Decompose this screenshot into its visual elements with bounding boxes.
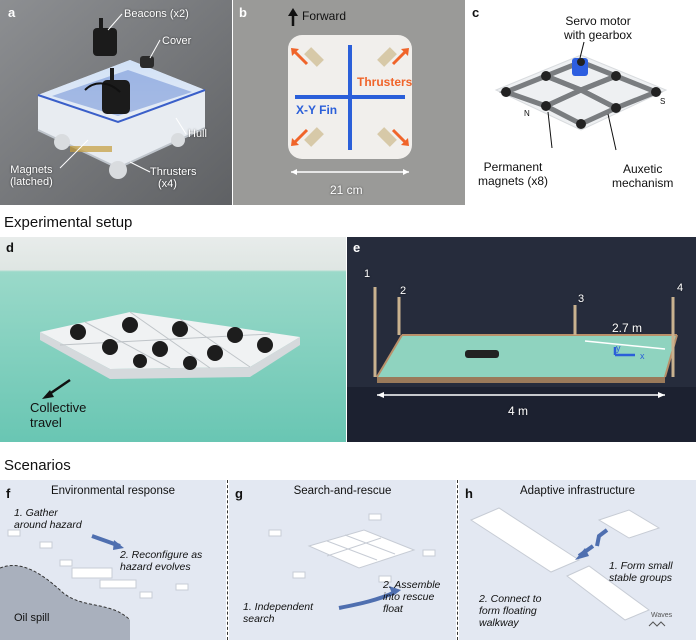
- forward-label: Forward: [302, 9, 347, 23]
- f-step1-line2: around hazard: [14, 519, 82, 531]
- magnets-label-line1: Magnets: [10, 164, 53, 176]
- oil-spill-diagram: [0, 529, 189, 640]
- h-step2-line3: walkway: [479, 617, 519, 629]
- rescue-float-diagram: [268, 513, 436, 610]
- thrusters-label-a: Thrusters (x4): [150, 166, 196, 190]
- panel-c-render: [466, 0, 696, 205]
- auxetic-render: [494, 41, 668, 151]
- panel-f-step1: 1. Gather around hazard: [14, 507, 82, 531]
- servo-label: Servo motor with gearbox: [564, 14, 632, 42]
- experimental-setup-title: Experimental setup: [4, 214, 133, 231]
- beacons-label: Beacons (x2): [124, 8, 189, 20]
- collective-line2: travel: [30, 415, 62, 430]
- panel-h-title: Adaptive infrastructure: [519, 485, 636, 497]
- beacon-2-label: 2: [400, 285, 407, 297]
- panel-d-letter: d: [6, 240, 14, 255]
- waves-label: Waves: [651, 612, 673, 619]
- panel-b-letter: b: [239, 5, 247, 20]
- f-step2-line1: 2. Reconfigure as: [120, 549, 203, 561]
- panel-c-letter: c: [472, 5, 480, 20]
- collective-travel-label: Collective travel: [30, 400, 86, 430]
- panel-e-letter: e: [353, 240, 361, 255]
- width-label: 21 cm: [330, 183, 363, 197]
- panel-a-letter: a: [8, 5, 16, 20]
- divider-fg: [227, 480, 228, 640]
- h-step1-line2: stable groups: [609, 572, 673, 584]
- servo-line2: with gearbox: [564, 28, 633, 42]
- top-divider-ab: [232, 0, 233, 205]
- magnets-label-line2: (latched): [10, 176, 53, 188]
- panel-f-letter: f: [6, 486, 11, 501]
- auxetic-line2: mechanism: [612, 176, 674, 190]
- panel-h-step2: 2. Connect to form floating walkway: [479, 593, 541, 629]
- f-step1-line1: 1. Gather: [14, 507, 58, 519]
- beacon-3-label: 3: [578, 293, 585, 305]
- fin-label: X-Y Fin: [296, 103, 338, 117]
- g-step2-line1: 2. Assemble: [383, 579, 441, 591]
- module-raft: [40, 311, 300, 379]
- panel-b-photo: [233, 0, 465, 205]
- panel-g-title: Search-and-rescue: [293, 485, 392, 497]
- beacon-1-label: 1: [364, 268, 371, 280]
- panel-g-letter: g: [235, 486, 243, 501]
- tank-photo: [347, 237, 696, 442]
- scenarios-title: Scenarios: [4, 457, 71, 474]
- walkway-diagram: [469, 507, 666, 627]
- cover-label: Cover: [162, 35, 192, 47]
- g-step1-line2: search: [243, 613, 275, 625]
- panel-g-step1: 1. Independent search: [243, 601, 313, 625]
- panel-g-step2: 2. Assemble into rescue float: [383, 579, 440, 615]
- magnets-label: Magnets (latched): [10, 164, 53, 188]
- divider-gh: [457, 480, 458, 640]
- pole-n-label: N: [524, 109, 530, 118]
- g-step2-line2: into rescue: [383, 591, 435, 603]
- robot-photo: [0, 0, 232, 205]
- g-step2-line3: float: [383, 603, 403, 615]
- panel-f-step2: 2. Reconfigure as hazard evolves: [120, 549, 202, 573]
- panel-h-step1: 1. Form small stable groups: [609, 560, 673, 584]
- collective-line1: Collective: [30, 400, 87, 415]
- panel-g: Search-and-rescue 1. Independent search …: [229, 480, 456, 640]
- beacon-4-label: 4: [677, 282, 684, 294]
- servo-line1: Servo motor: [565, 14, 631, 28]
- panel-f-title: Environmental response: [50, 485, 175, 497]
- panel-e-photo: [347, 237, 696, 442]
- h-step2-line2: form floating: [479, 605, 537, 617]
- thrusters-a-line2: (x4): [158, 178, 177, 190]
- pole-s-label: S: [660, 97, 666, 106]
- oil-spill-label: Oil spill: [14, 612, 50, 624]
- g-step1-line1: 1. Independent: [243, 601, 314, 613]
- pool-photo: [0, 237, 346, 442]
- permanent-magnets-label: Permanent magnets (x8): [478, 160, 548, 188]
- permanent-line1: Permanent: [483, 160, 543, 174]
- auxetic-line1: Auxetic: [623, 162, 663, 176]
- thrusters-label-b: Thrusters: [357, 75, 413, 89]
- panel-d-photo: [0, 237, 346, 442]
- f-step2-line2: hazard evolves: [120, 561, 191, 573]
- axis-x-label: x: [640, 351, 645, 361]
- depth-label: 2.7 m: [612, 321, 643, 335]
- top-view-diagram: [233, 0, 465, 205]
- hull-label: Hull: [188, 128, 207, 140]
- panel-a-photo: [0, 0, 232, 205]
- panel-f: Environmental response 1. Gather around …: [0, 480, 226, 640]
- length-label: 4 m: [508, 404, 529, 418]
- panel-h: Adaptive infrastructure 1. Form small st…: [459, 480, 696, 640]
- permanent-line2: magnets (x8): [478, 174, 549, 188]
- panel-h-letter: h: [465, 486, 473, 501]
- h-step2-line1: 2. Connect to: [479, 593, 542, 605]
- auxetic-label: Auxetic mechanism: [612, 162, 673, 190]
- h-step1-line1: 1. Form small: [609, 560, 673, 572]
- axis-y-label: y: [616, 343, 621, 353]
- thrusters-a-line1: Thrusters: [150, 166, 197, 178]
- panel-a-leader-lines: [59, 13, 187, 173]
